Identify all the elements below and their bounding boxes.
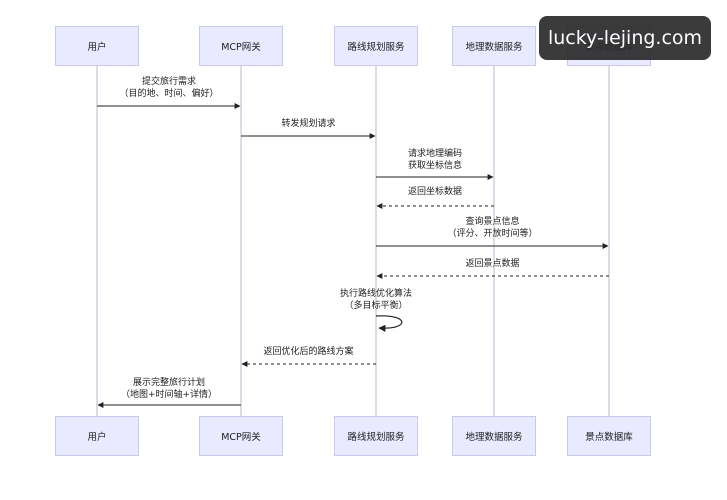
message-label-9: 展示完整旅行计划（地图+时间轴+详情）: [120, 378, 218, 400]
watermark: lucky-lejing.com: [539, 16, 711, 60]
participant-user-bottom: 用户: [55, 416, 139, 456]
message-label-8: 返回优化后的路线方案: [263, 347, 354, 357]
participant-user-top: 用户: [55, 26, 139, 66]
message-label-5: 查询景点信息（评分、开放时间等）: [447, 217, 538, 239]
participant-geo-top: 地理数据服务: [452, 26, 536, 66]
participant-route-top: 路线规划服务: [334, 26, 418, 66]
message-label-2: 转发规划请求: [281, 119, 336, 129]
message-label-3: 请求地理编码获取坐标信息: [407, 149, 463, 171]
message-label-1: 提交旅行需求（目的地、时间、偏好）: [119, 77, 219, 99]
participant-geo-bottom: 地理数据服务: [452, 416, 536, 456]
message-label-7: 执行路线优化算法（多目标平衡）: [339, 289, 413, 311]
participant-poi-bottom: 景点数据库: [567, 416, 651, 456]
message-arrow-7: [375, 315, 403, 333]
message-label-6: 返回景点数据: [465, 259, 520, 269]
participant-route-bottom: 路线规划服务: [334, 416, 418, 456]
participant-gateway-bottom: MCP网关: [199, 416, 283, 456]
participant-gateway-top: MCP网关: [199, 26, 283, 66]
message-label-4: 返回坐标数据: [407, 187, 463, 197]
